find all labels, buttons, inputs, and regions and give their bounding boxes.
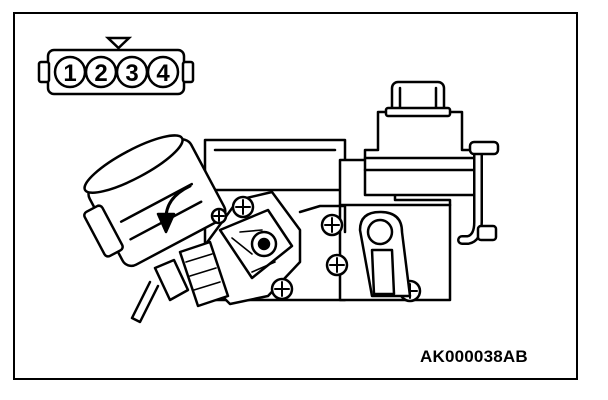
round-sensor-slot [370,248,396,296]
round-sensor-port [366,218,394,246]
pipe-end [468,140,500,156]
actuator-flange [83,204,124,258]
actuator [83,134,227,268]
tps-connector [178,240,230,308]
valve-collar [384,106,452,118]
tps-connector-ribs [185,253,221,291]
figure-reference-code: AK000038AB [420,347,528,366]
pipe-clamp [476,224,498,242]
figure-frame [13,12,578,380]
tps-cavity-lines [231,229,276,273]
pin-label-3: 3 [125,60,138,87]
connector-pin-labels: 1 2 3 4 [63,60,170,87]
link-edge [298,204,347,234]
connector-pin-cavity [146,55,180,89]
pin-label-2: 2 [94,60,107,87]
actuator-top [83,134,184,194]
pin-label-4: 4 [156,60,170,87]
coolant-pipe-inner [459,147,481,243]
upper-valve-body [363,110,478,197]
actuator-neck [153,258,190,302]
rotation-arrow-head-icon [156,212,176,234]
valve-cap-detail [398,86,438,110]
tps-shaft-center [257,237,271,251]
connector-key-icon [104,36,133,50]
connector-ear-left [37,60,51,84]
throttle-body-drawing [83,80,500,324]
pin-label-1: 1 [63,60,76,87]
connector-ear-right [181,60,195,84]
connector-icon [37,36,195,96]
vacuum-nipple [130,280,160,324]
